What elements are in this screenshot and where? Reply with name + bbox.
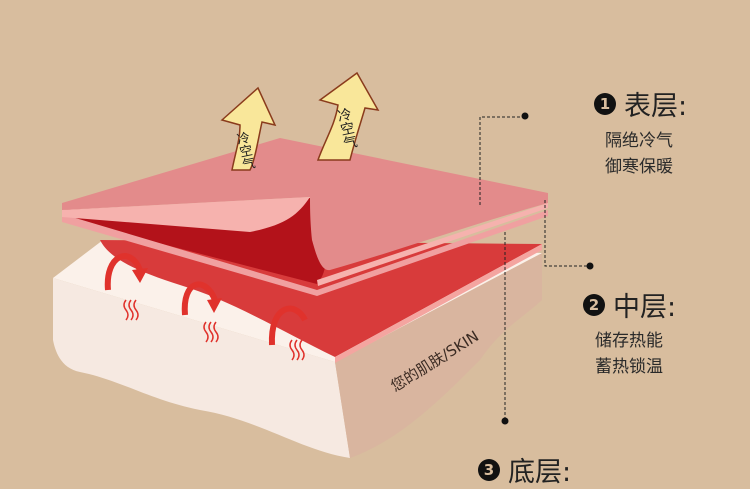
layer-3-title: 3 底层: xyxy=(478,450,571,489)
number-badge: 1 xyxy=(594,92,616,115)
layer-title: 底层: xyxy=(508,457,572,488)
layer-2-title: 2 中层: xyxy=(583,285,676,324)
middle-layer xyxy=(100,240,542,357)
layer-1-description: 隔绝冷气 御寒保暖 xyxy=(605,128,673,180)
number-badge: 3 xyxy=(478,458,500,481)
outer-layer xyxy=(62,138,548,271)
middle-layer-edge xyxy=(335,244,542,363)
layer-2-description: 储存热能 蓄热锁温 xyxy=(595,328,663,380)
heat-arrow-icon xyxy=(104,253,308,346)
layer-1-title: 1 表层: xyxy=(594,84,687,123)
leader-dot-3 xyxy=(501,417,509,425)
cold-air-arrow-left-icon xyxy=(220,86,277,171)
description-line: 储存热能 xyxy=(595,331,663,351)
leader-dot-2 xyxy=(586,262,594,270)
layer-title: 中层: xyxy=(613,292,677,323)
leader-dot-1 xyxy=(521,112,529,120)
layer-title: 表层: xyxy=(624,91,688,122)
description-line: 隔绝冷气 xyxy=(605,131,673,151)
leader-lines xyxy=(479,116,590,420)
heat-wave-icon xyxy=(123,299,305,361)
number-badge: 2 xyxy=(583,293,605,316)
description-line: 蓄热锁温 xyxy=(595,357,663,377)
description-line: 御寒保暖 xyxy=(605,157,673,177)
cold-air-arrow-right-icon xyxy=(316,71,380,161)
